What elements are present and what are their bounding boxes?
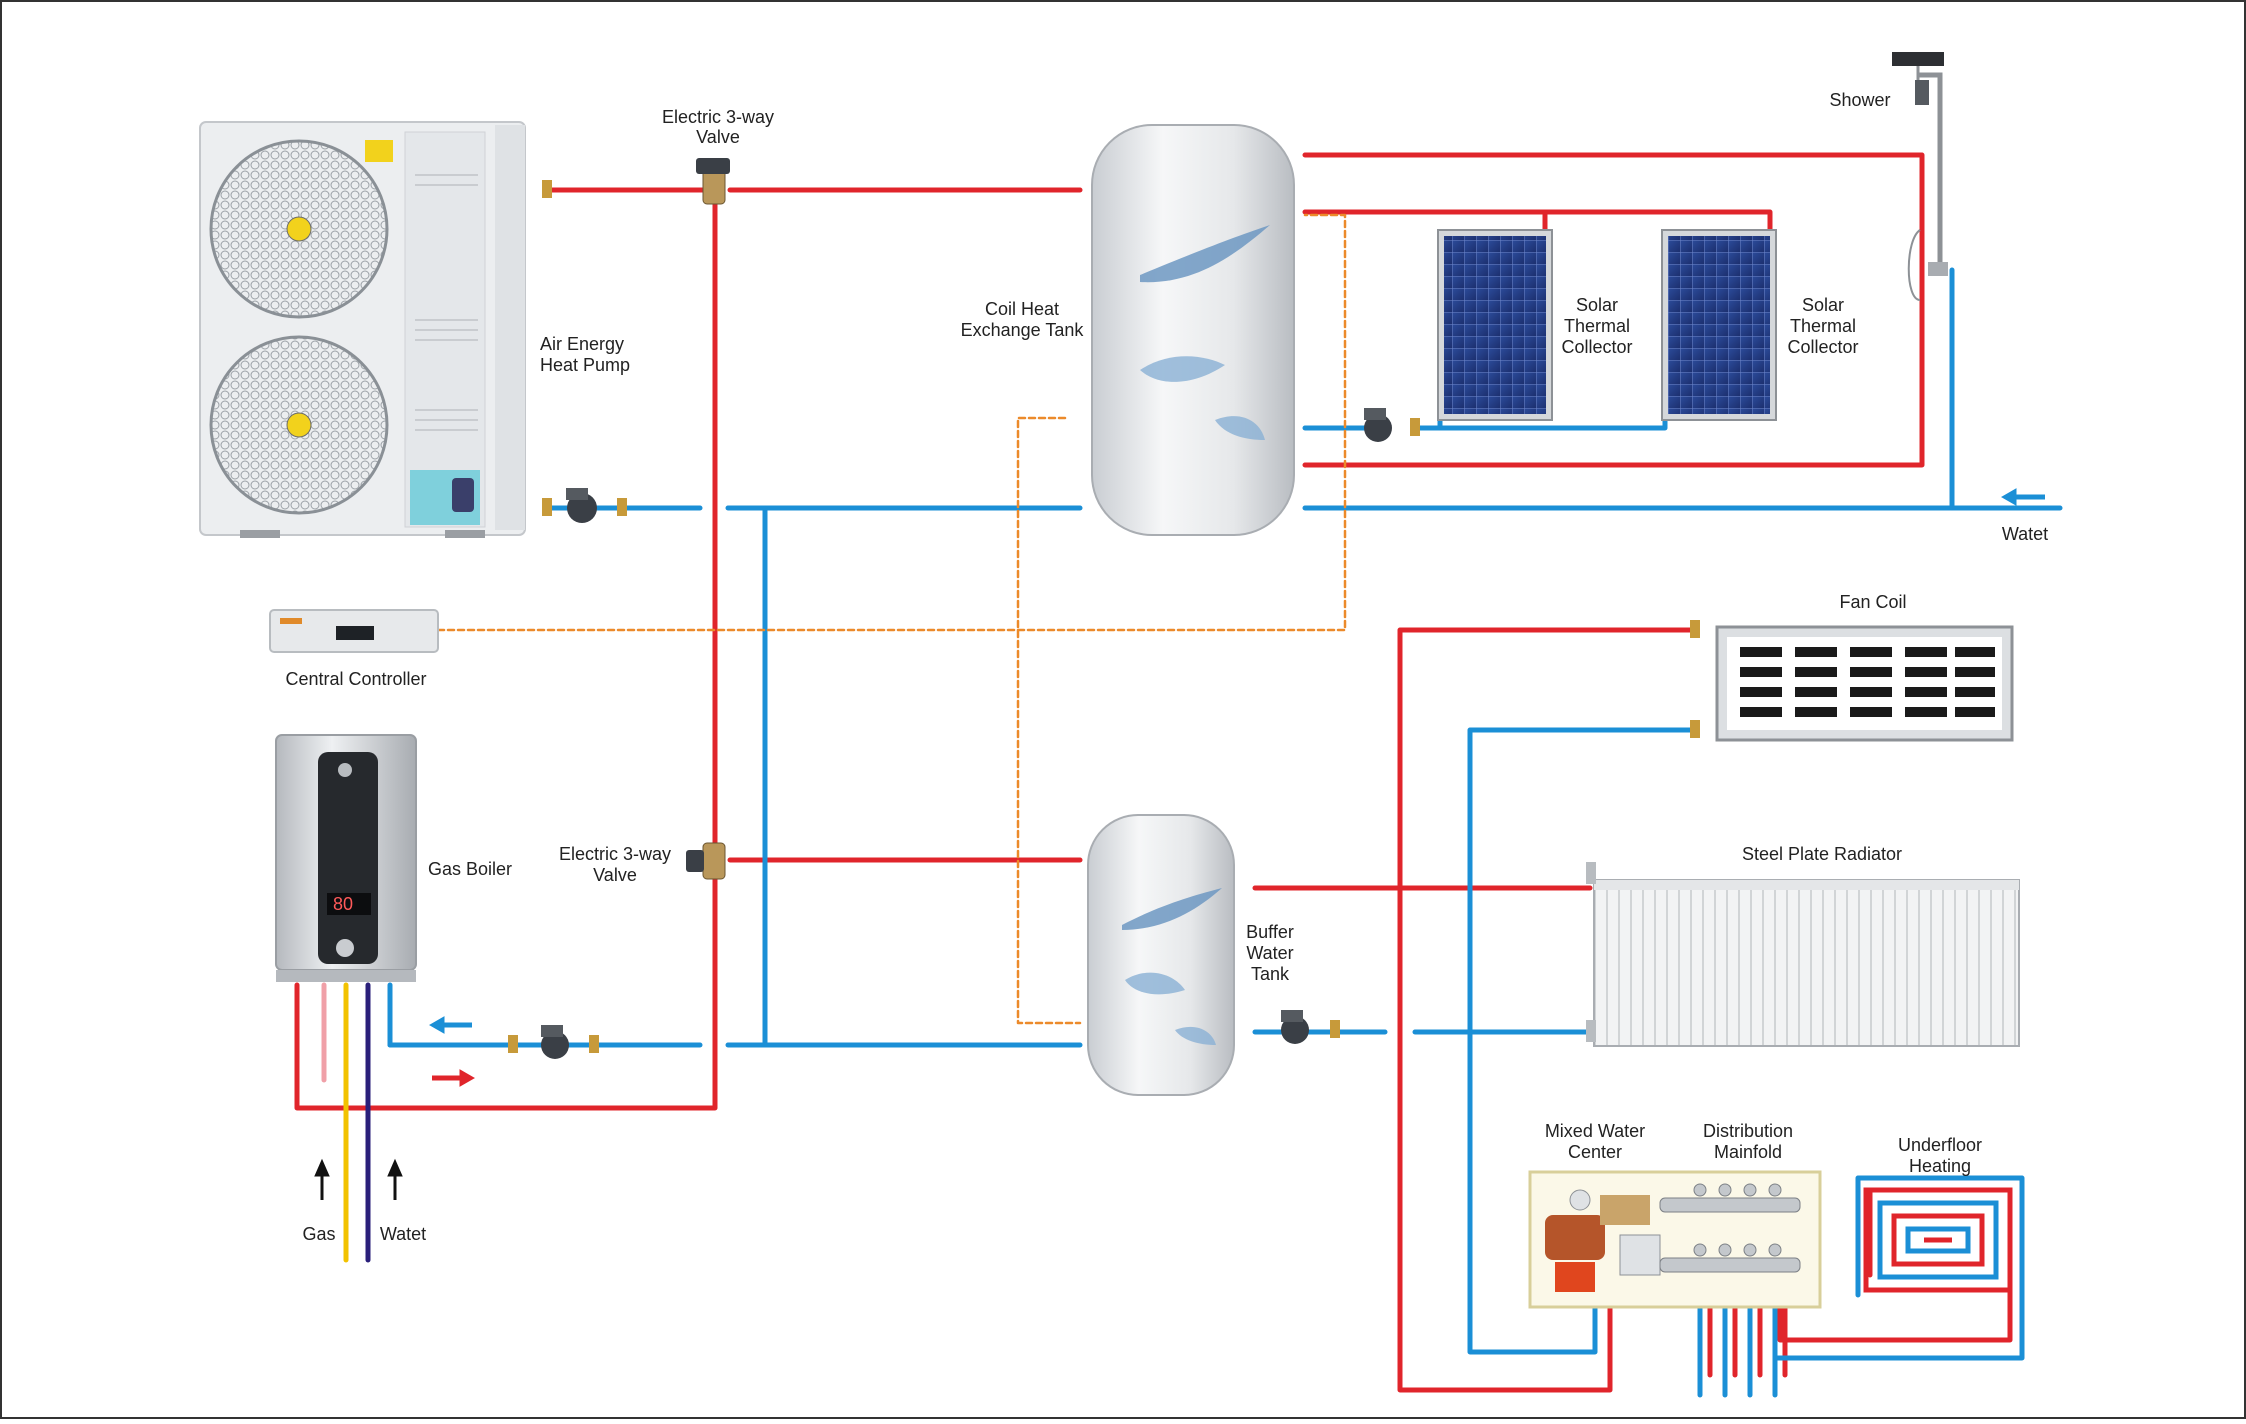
labels: Electric 3-way Valve Air Energy Heat Pum… [285, 90, 2048, 1244]
central-controller [269, 609, 439, 653]
label-gas: Gas [302, 1224, 335, 1244]
label-heat-pump-2: Heat Pump [540, 355, 630, 375]
buffer-water-tank [1087, 814, 1235, 1096]
label-water-inlet: Watet [2002, 524, 2048, 544]
label-underfloor-1: Underfloor [1898, 1135, 1982, 1155]
label-solar-2-1: Solar [1802, 295, 1844, 315]
label-boiler-water: Watet [380, 1224, 426, 1244]
solar-thermal-collector-2 [1661, 229, 1777, 421]
label-valve-bottom-2: Valve [593, 865, 637, 885]
label-central-controller: Central Controller [285, 669, 426, 689]
label-gas-boiler: Gas Boiler [428, 859, 512, 879]
boiler-return-arrow [428, 1016, 472, 1034]
label-solar-2-3: Collector [1787, 337, 1858, 357]
flow-arrows [314, 488, 2045, 1200]
fan-coil [1715, 625, 2014, 742]
water-inlet-arrow-boiler [387, 1158, 403, 1200]
label-solar-1-2: Thermal [1564, 316, 1630, 336]
label-mixed-water-1: Mixed Water [1545, 1121, 1645, 1141]
underfloor-heating-coil [1863, 1187, 2013, 1293]
mixed-water-center [1528, 1170, 1822, 1309]
circulation-pump-heat-pump [566, 488, 597, 523]
distribution-manifold [1659, 1183, 1801, 1273]
circulation-pump-solar [1364, 408, 1392, 442]
label-distribution-2: Mainfold [1714, 1142, 1782, 1162]
label-distribution-1: Distribution [1703, 1121, 1793, 1141]
label-buffer-tank-3: Tank [1251, 964, 1290, 984]
svg-text:80: 80 [333, 894, 353, 914]
label-mixed-water-2: Center [1568, 1142, 1622, 1162]
label-valve-bottom-1: Electric 3-way [559, 844, 671, 864]
coil-heat-exchange-tank [1091, 124, 1295, 536]
label-solar-2-2: Thermal [1790, 316, 1856, 336]
air-energy-heat-pump [199, 121, 526, 538]
label-valve-top-2: Valve [696, 127, 740, 147]
label-coil-tank-2: Exchange Tank [961, 320, 1085, 340]
three-way-valve-top [696, 158, 730, 205]
cold-water-pipes [387, 267, 2063, 1398]
solar-thermal-collector-1 [1437, 229, 1553, 421]
label-valve-top-1: Electric 3-way [662, 107, 774, 127]
pipe-network [294, 152, 2063, 1398]
three-way-valve-bottom [686, 842, 726, 880]
circulation-pump-buffer [1281, 1010, 1309, 1044]
gas-boiler: 80 [275, 734, 417, 982]
label-solar-1-1: Solar [1576, 295, 1618, 315]
label-radiator: Steel Plate Radiator [1742, 844, 1902, 864]
steel-plate-radiator [1586, 862, 2020, 1047]
label-solar-1-3: Collector [1561, 337, 1632, 357]
water-inlet-arrow [2000, 488, 2045, 506]
label-buffer-tank-2: Water [1246, 943, 1293, 963]
label-underfloor-2: Heating [1909, 1156, 1971, 1176]
label-heat-pump-1: Air Energy [540, 334, 624, 354]
label-buffer-tank-1: Buffer [1246, 922, 1294, 942]
label-coil-tank-1: Coil Heat [985, 299, 1059, 319]
boiler-supply-arrow [432, 1069, 476, 1087]
label-shower: Shower [1829, 90, 1890, 110]
label-fan-coil: Fan Coil [1839, 592, 1906, 612]
pipe-valves [508, 180, 1700, 1053]
circulation-pump-boiler [541, 1025, 569, 1059]
gas-inlet-arrow [314, 1158, 330, 1200]
shower [1892, 52, 1948, 301]
control-wiring [436, 213, 1347, 1025]
